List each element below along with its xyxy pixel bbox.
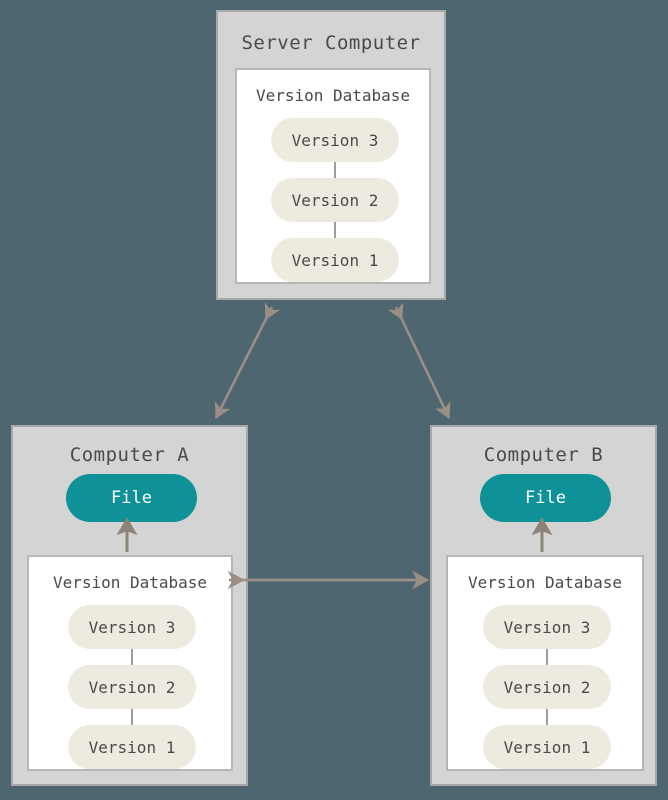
computer-b-version-pill-1[interactable]: Version 1 — [483, 725, 611, 769]
computer-b-title: Computer B — [483, 444, 604, 466]
computer-a-file-pill[interactable]: File — [66, 474, 197, 522]
computer-a-version-pill-3-label: Version 3 — [88, 617, 176, 637]
computer-a-version-pill-2[interactable]: Version 2 — [68, 665, 196, 709]
server-version-pill-2[interactable]: Version 2 — [271, 178, 399, 222]
computer-b-version-pill-3[interactable]: Version 3 — [483, 605, 611, 649]
computer-a-pill-connector-2-1 — [131, 709, 133, 731]
computer-b-version-pill-1-label: Version 1 — [503, 737, 591, 757]
server-version-database-box: Version Database Version 3 Version 2 Ver… — [235, 68, 431, 284]
computer-a-version-pill-2-label: Version 2 — [88, 677, 176, 697]
computer-b-pill-connector-3-2 — [546, 649, 548, 671]
arrow-server-to-computer-a — [214, 302, 281, 419]
computer-a-file-label: File — [111, 488, 152, 508]
computer-a-box[interactable]: Computer A File Version Database Version… — [11, 425, 248, 786]
computer-b-pill-connector-2-1 — [546, 709, 548, 731]
computer-a-version-pill-1[interactable]: Version 1 — [68, 725, 196, 769]
computer-b-version-pill-2[interactable]: Version 2 — [483, 665, 611, 709]
server-version-database-title: Version Database — [255, 86, 411, 105]
computer-a-title: Computer A — [69, 444, 190, 466]
computer-a-version-database-title: Version Database — [52, 573, 208, 592]
computer-b-version-database-title: Version Database — [467, 573, 623, 592]
server-version-pill-2-label: Version 2 — [291, 190, 379, 210]
server-computer-title: Server Computer — [241, 32, 421, 54]
computer-b-version-pill-3-label: Version 3 — [503, 617, 591, 637]
server-pill-connector-3-2 — [334, 162, 336, 184]
server-version-pill-1-label: Version 1 — [291, 250, 379, 270]
server-version-pill-3[interactable]: Version 3 — [271, 118, 399, 162]
server-computer-box[interactable]: Server Computer Version Database Version… — [216, 10, 446, 300]
computer-a-version-pill-1-label: Version 1 — [88, 737, 176, 757]
computer-b-version-database-box: Version Database Version 3 Version 2 Ver… — [446, 555, 644, 771]
server-version-pill-3-label: Version 3 — [291, 130, 379, 150]
server-pill-connector-2-1 — [334, 222, 336, 244]
arrow-server-to-computer-b — [387, 302, 451, 419]
computer-b-file-pill[interactable]: File — [480, 474, 611, 522]
computer-b-box[interactable]: Computer B File Version Database Version… — [430, 425, 657, 786]
computer-a-pill-connector-3-2 — [131, 649, 133, 671]
computer-b-version-pill-2-label: Version 2 — [503, 677, 591, 697]
computer-a-version-database-box: Version Database Version 3 Version 2 Ver… — [27, 555, 233, 771]
computer-b-file-label: File — [525, 488, 566, 508]
computer-a-version-pill-3[interactable]: Version 3 — [68, 605, 196, 649]
server-version-pill-1[interactable]: Version 1 — [271, 238, 399, 282]
